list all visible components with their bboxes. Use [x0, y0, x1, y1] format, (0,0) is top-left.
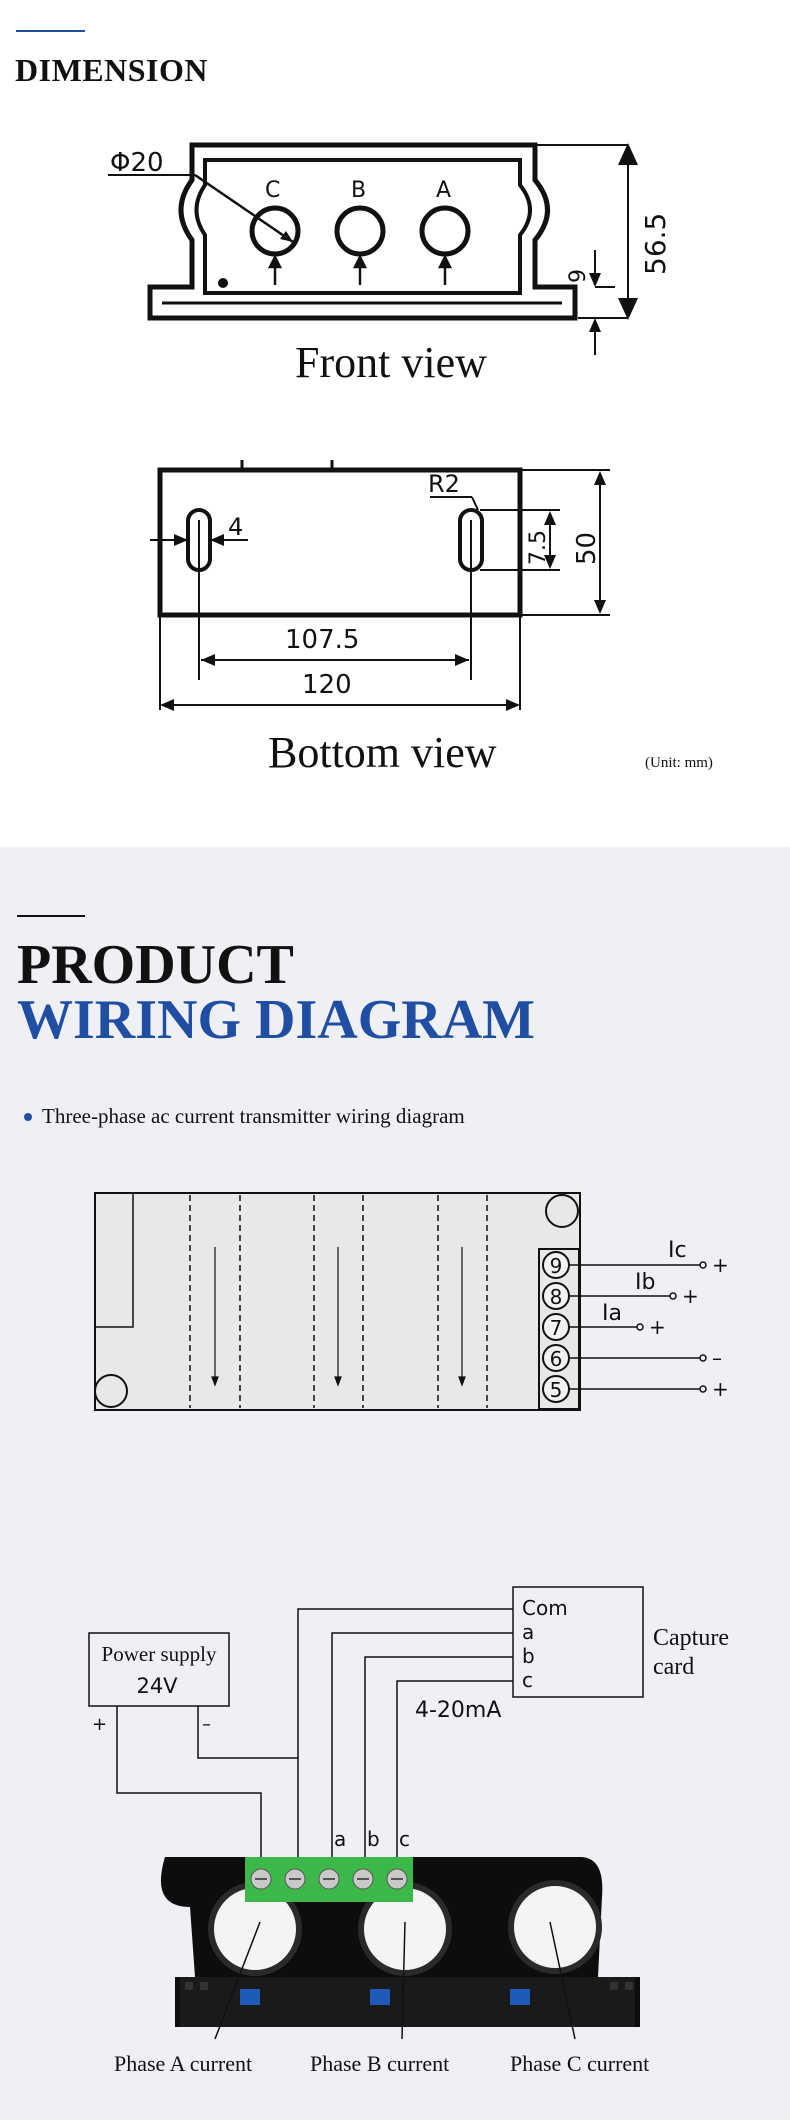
wire-label-a: a [334, 1827, 346, 1851]
hole-label-a: A [436, 178, 451, 203]
phase-a-label: Phase A current [114, 2051, 252, 2076]
power-minus: – [202, 1714, 211, 1735]
power-supply-box [88, 1632, 230, 1707]
section-divider-line [17, 915, 85, 917]
label-ic: Ic [668, 1238, 687, 1263]
wire-label-c: c [399, 1827, 410, 1851]
height-label: 56.5 [639, 213, 672, 275]
power-supply-voltage: 24V [136, 1674, 178, 1698]
front-view-drawing: Φ20 C B A 56.5 9 [108, 142, 672, 355]
bullet-dot [24, 1113, 32, 1121]
plus-ia: + [649, 1315, 666, 1339]
front-body-inner [194, 158, 532, 295]
diameter-label: Φ20 [110, 148, 164, 178]
signal-label: 4-20mA [415, 1698, 501, 1723]
label-ia: Ia [602, 1301, 622, 1326]
accent-line [16, 30, 85, 32]
phase-b-label: Phase B current [310, 2051, 449, 2076]
pitch-label: 107.5 [285, 625, 359, 655]
module-schematic: 9 8 7 6 5 Ic Ib Ia + + + – + [94, 1192, 729, 1411]
bullet-text: Three-phase ac current transmitter wirin… [42, 1104, 465, 1128]
wires [116, 1608, 513, 1857]
transmitter-device [160, 1857, 640, 2027]
power-supply-title: Power supply [102, 1642, 217, 1666]
front-body-outline [147, 142, 578, 321]
capture-a: a [522, 1620, 534, 1644]
slot-length-label: 7.5 [526, 530, 551, 565]
capture-b: b [522, 1644, 535, 1668]
unit-note: (Unit: mm) [645, 755, 713, 771]
terminal-6: 6 [550, 1347, 563, 1371]
minus-supply: – [712, 1346, 722, 1370]
terminal-7: 7 [550, 1316, 563, 1340]
terminal-8: 8 [550, 1285, 563, 1309]
label-ib: Ib [635, 1270, 655, 1295]
hole-c [249, 205, 301, 257]
terminal-5: 5 [550, 1378, 563, 1402]
capture-c: c [522, 1668, 533, 1692]
bottom-view-caption: Bottom view [268, 728, 497, 777]
terminal-9: 9 [550, 1254, 563, 1278]
bottom-view-drawing: 4 R2 7.5 50 [150, 460, 610, 711]
radius-label: R2 [428, 470, 460, 498]
dimension-section: DIMENSION [0, 0, 790, 847]
hole-label-b: B [351, 178, 366, 203]
length-label: 120 [302, 670, 352, 700]
wiring-section: PRODUCT WIRING DIAGRAM Three-phase ac cu… [0, 847, 790, 2120]
capture-card-box [512, 1586, 644, 1698]
mount-hole-right [545, 1194, 579, 1228]
wire-label-b: b [367, 1827, 380, 1851]
hole-b [334, 205, 386, 257]
dimension-heading: DIMENSION [15, 52, 208, 88]
wiring-diagram: Power supply 24V + – Com a b c Capture c… [88, 1586, 729, 2076]
capture-card-name-1: Capture [653, 1625, 729, 1651]
body-height-label: 50 [572, 532, 602, 565]
plus-ib: + [682, 1284, 699, 1308]
phase-c-label: Phase C current [510, 2051, 649, 2076]
wiring-diagram-heading: WIRING DIAGRAM [17, 989, 535, 1051]
plus-ic: + [712, 1253, 729, 1277]
capture-card-name-2: card [653, 1654, 694, 1680]
mount-hole-left [94, 1374, 128, 1408]
bottom-body [157, 467, 523, 618]
hole-label-c: C [265, 178, 280, 203]
hole-a [419, 205, 471, 257]
capture-com: Com [522, 1596, 568, 1620]
foot-label: 9 [566, 269, 591, 283]
plus-supply: + [712, 1377, 729, 1401]
product-heading: PRODUCT [17, 934, 294, 996]
slot-width-label: 4 [228, 513, 243, 541]
power-plus: + [92, 1714, 107, 1735]
front-view-caption: Front view [295, 338, 487, 387]
